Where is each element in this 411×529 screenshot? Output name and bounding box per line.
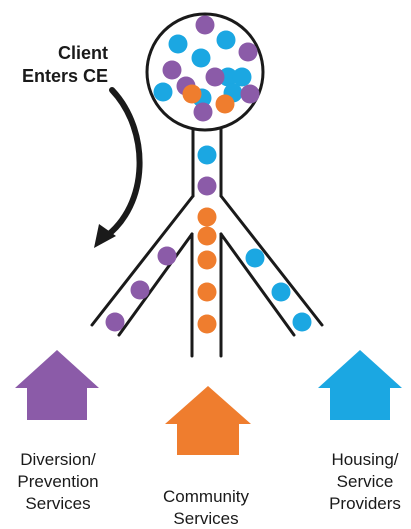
diversion-label-line: Services (25, 494, 91, 513)
diversion-house (15, 350, 99, 420)
left-branch-outer-wall (90, 194, 195, 327)
right-branch-dot (292, 312, 312, 332)
circle-dot (218, 67, 238, 87)
community-label-line: Community (163, 487, 249, 506)
middle-branch-dot (197, 314, 217, 334)
client-enters-line: Enters CE (21, 66, 108, 86)
right-branch-outer-wall (219, 194, 324, 327)
client-enters-label: Client Enters CE (2, 42, 108, 88)
entry-arrow (94, 87, 143, 248)
circle-dot (216, 30, 236, 50)
intake-circle (145, 12, 265, 132)
circle-dot (168, 34, 188, 54)
client-enters-line: Client (57, 43, 108, 63)
diversion-label-line: Prevention (17, 472, 99, 491)
left-branch-dot (130, 280, 150, 300)
circle-dot (238, 42, 258, 62)
circle-dot (193, 102, 213, 122)
circle-dot (215, 94, 235, 114)
housing-house-icon (318, 350, 402, 420)
circle-dot (153, 82, 173, 102)
housing-label-line: Housing/ (331, 450, 399, 469)
stem-dot (197, 176, 217, 196)
circle-dot (191, 48, 211, 68)
diversion-label-line: Diversion/ (20, 450, 96, 469)
housing-label-line: Providers (329, 494, 401, 513)
right-branch-dot (271, 282, 291, 302)
circle-dot (195, 15, 215, 35)
entry-arrow-shaft (101, 87, 143, 241)
left-branch-dot (157, 246, 177, 266)
circle-dot (205, 67, 225, 87)
housing-house (318, 350, 402, 420)
stem-dot (197, 207, 217, 227)
diversion-label: Diversion/ Prevention Services (2, 449, 114, 515)
housing-label-line: Service (336, 472, 394, 491)
community-label-line: Services (173, 509, 239, 528)
stem-dot (197, 145, 217, 165)
community-house-icon (165, 386, 251, 455)
community-house (165, 386, 251, 455)
client-dots (105, 15, 312, 334)
left-branch-inner-wall (117, 232, 194, 337)
middle-branch-dot (197, 282, 217, 302)
middle-branch-dot (197, 250, 217, 270)
diversion-house-icon (15, 350, 99, 420)
circle-dot (232, 67, 252, 87)
right-branch-dot (245, 248, 265, 268)
entry-arrow-head (94, 224, 116, 248)
right-branch-inner-wall (219, 232, 296, 337)
circle-dot (182, 84, 202, 104)
circle-dot (162, 60, 182, 80)
circle-dot (240, 84, 260, 104)
middle-branch-dot (197, 226, 217, 246)
left-branch-dot (105, 312, 125, 332)
housing-label: Housing/ Service Providers (315, 449, 411, 515)
tube-outlines (90, 12, 324, 358)
community-label: Community Services (147, 486, 265, 529)
